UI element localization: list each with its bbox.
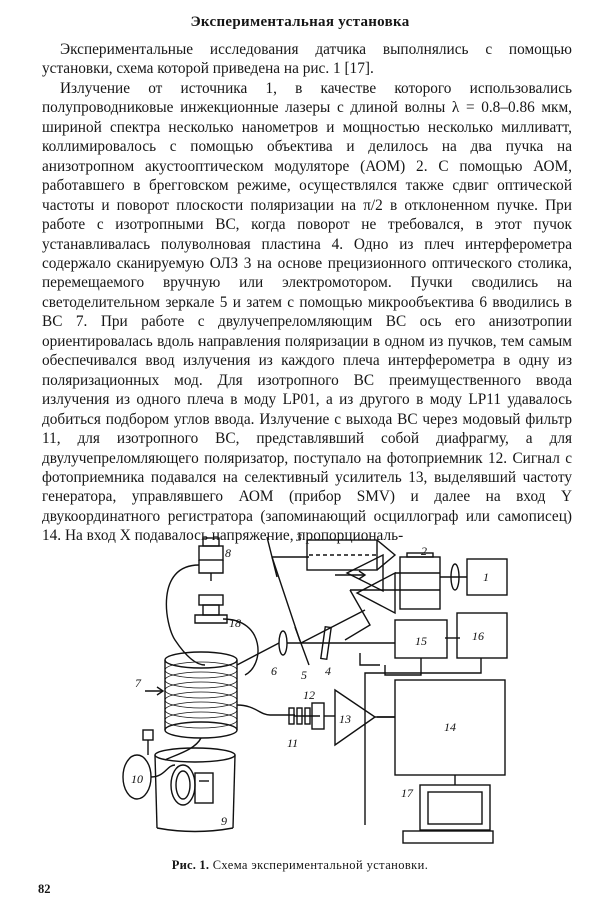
label-4: 4 [325,664,331,678]
label-6: 6 [271,664,277,678]
label-2: 2 [421,544,427,558]
label-15: 15 [415,634,427,648]
element-10 [122,754,214,806]
delay-line-3 [306,539,397,580]
clamp-8 [198,537,224,581]
label-12: 12 [303,688,315,702]
label-8: 8 [225,546,231,560]
body-text: Экспериментальные исследования датчика в… [42,40,572,546]
label-16: 16 [472,629,484,643]
label-18: 18 [229,616,241,630]
caption-text: Схема экспериментальной установки. [212,858,429,872]
clamp-18 [194,594,228,624]
photodetector-12 [311,702,335,730]
label-17: 17 [401,786,414,800]
label-7: 7 [135,676,142,690]
label-11: 11 [287,736,298,750]
vessel-9 [142,729,236,833]
recorder-14 [394,679,506,776]
paragraph: Экспериментальные исследования датчика в… [42,41,572,78]
microobjective-6 [278,630,288,656]
aom-2 [344,552,441,641]
mode-filter-11 [288,707,320,725]
label-1: 1 [483,570,489,584]
caption-prefix: Рис. 1. [171,858,210,872]
laser-source-1 [466,558,508,596]
label-10: 10 [131,772,143,786]
label-9: 9 [221,814,227,828]
label-13: 13 [339,712,351,726]
label-3: 3 [295,530,302,544]
section-title: Экспериментальная установка [190,14,410,30]
paragraph: Излучение от источника 1, в качестве кот… [42,79,572,545]
label-5: 5 [301,668,307,682]
label-14: 14 [444,720,456,734]
computer-17 [402,775,494,844]
page-number: 82 [38,882,51,896]
block-16 [456,612,508,659]
setup-diagram: 8 18 3 2 1 15 16 6 5 4 7 12 13 14 11 10 … [122,530,508,844]
figure-caption: Рис. 1. Схема экспериментальной установк… [0,858,600,873]
